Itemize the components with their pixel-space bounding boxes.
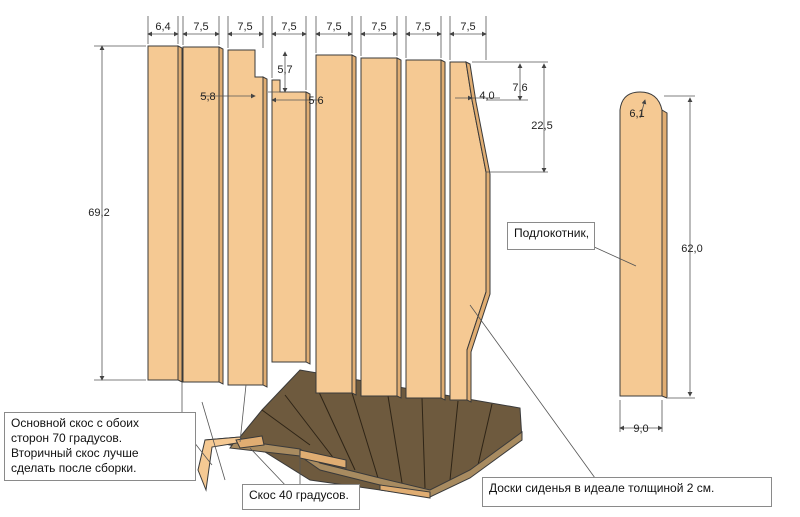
dim-notch-left: 5,8 <box>200 91 215 103</box>
dim-top-width-3: 7,5 <box>237 21 252 33</box>
dim-arm-radius: 6,1 <box>629 108 644 120</box>
callout-seat-boards: Доски сиденья в идеале толщиной 2 см. <box>482 477 772 507</box>
dim-top-width-2: 7,5 <box>193 21 208 33</box>
dim-notch-right: 5,6 <box>308 95 323 107</box>
armrest <box>619 91 668 399</box>
back-board-7 <box>405 59 442 399</box>
dim-cut-width: 4,0 <box>479 90 494 102</box>
armrest-board <box>619 91 663 397</box>
callout-armrest: Подлокотник, <box>507 222 595 250</box>
seat-assembly <box>197 369 523 499</box>
back-board-4-notched <box>271 79 307 363</box>
dim-back-height: 69,2 <box>88 207 109 219</box>
back-board-3-notched <box>227 49 264 386</box>
dim-top-width-1: 6,4 <box>155 21 170 33</box>
callout-main-bevel: Основной скос с обоих сторон 70 градусов… <box>4 412 196 481</box>
dim-top-width-6: 7,5 <box>371 21 386 33</box>
dim-top-width-5: 7,5 <box>326 21 341 33</box>
callout-bevel-40: Скос 40 градусов. <box>242 484 360 510</box>
dim-notch-height: 5,7 <box>277 64 292 76</box>
dim-arm-height: 62,0 <box>681 243 702 255</box>
dimension-labels: 6,4 7,5 7,5 7,5 7,5 7,5 7,5 7,5 69,2 5,8… <box>88 21 702 435</box>
back-board-6 <box>360 57 398 397</box>
dim-cut-depth: 22,5 <box>531 120 552 132</box>
back-boards <box>147 45 491 403</box>
back-board-1 <box>147 45 179 381</box>
dim-top-width-4: 7,5 <box>281 21 296 33</box>
dim-cut-top: 7,6 <box>512 82 527 94</box>
dim-top-width-7: 7,5 <box>415 21 430 33</box>
dim-arm-width: 9,0 <box>633 423 648 435</box>
dimension-lines <box>94 16 695 432</box>
dim-top-width-8: 7,5 <box>460 21 475 33</box>
